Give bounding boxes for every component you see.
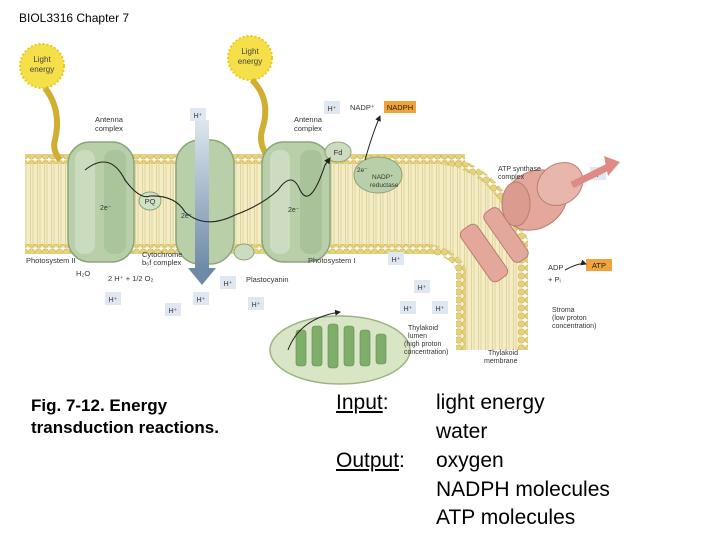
svg-text:H⁺: H⁺ <box>169 308 178 315</box>
stroma-label-b: (low proton <box>552 315 587 322</box>
svg-text:H⁺: H⁺ <box>109 297 118 304</box>
fd-label: Fd <box>334 148 343 157</box>
photosystem-i <box>261 141 331 263</box>
atp-synthase-label-a: ATP synthase <box>498 166 541 173</box>
atp-label: ATP <box>592 261 606 270</box>
svg-text:H⁺: H⁺ <box>436 306 445 313</box>
antenna-label-1a: Antenna <box>95 115 124 124</box>
fd-carrier <box>324 141 352 163</box>
atp-synthase-label-b: complex <box>498 174 525 181</box>
input-item: light energy <box>436 391 545 414</box>
adp-label: ADP <box>548 263 563 272</box>
output-item: ATP molecules <box>436 506 576 529</box>
plastocyanin-label: Plastocyanin <box>246 275 289 284</box>
pq-label: PQ <box>145 197 156 206</box>
two-e-label-3: 2e⁻ <box>288 207 300 214</box>
h-ion: H⁺ <box>432 301 448 314</box>
oxygen-eq-label: 2 H⁺ + 1/2 O₂ <box>108 274 154 283</box>
reductase-label-b: NADP⁺ <box>372 174 394 181</box>
cytochrome-label-b: b₆f complex <box>142 258 182 267</box>
output-item: oxygen <box>436 449 504 472</box>
light-energy-label-1b: energy <box>30 65 54 74</box>
antenna-label-1b: complex <box>95 124 123 133</box>
photosystem-ii-label: Photosystem II <box>26 256 76 265</box>
h-ion: H⁺ <box>190 108 206 121</box>
svg-text:H⁺: H⁺ <box>197 297 206 304</box>
h-ion: H⁺ <box>388 252 404 265</box>
svg-text:H⁺: H⁺ <box>328 106 337 113</box>
cytochrome-b6f-complex <box>175 120 235 285</box>
h-ion: H⁺ <box>105 292 121 305</box>
photosystem-i-label: Photosystem I <box>308 256 356 265</box>
svg-text:H⁺: H⁺ <box>252 302 261 309</box>
input-item: water <box>436 420 488 443</box>
svg-text:H⁺: H⁺ <box>392 257 401 264</box>
lumen-label-c: (high proton <box>404 341 441 348</box>
output-colon: : <box>399 449 405 472</box>
lumen-label-a: Thylakoid <box>408 325 438 332</box>
h-ion: H⁺ <box>193 292 209 305</box>
light-energy-1: Light energy <box>19 43 65 162</box>
atp-synthase-complex <box>459 156 620 283</box>
light-energy-label-2b: energy <box>238 57 262 66</box>
stroma-label-c: concentration) <box>552 323 596 330</box>
reductase-label-c: reductase <box>370 182 399 189</box>
h-ion: H⁺ <box>220 276 236 289</box>
atp-box <box>586 259 612 271</box>
reductase-label-a: 2e⁻ <box>357 167 368 174</box>
h-ion: H⁺ <box>414 280 430 293</box>
caption-line-2: transduction reactions. <box>31 418 219 437</box>
stroma-label-a: Stroma <box>552 307 575 314</box>
svg-text:H⁺: H⁺ <box>224 281 233 288</box>
light-energy-2: Light energy <box>227 35 273 162</box>
h-ion: H⁺ <box>165 303 181 316</box>
output-row: Output: <box>336 446 405 475</box>
antenna-label-2b: complex <box>294 124 322 133</box>
membrane-label-a: Thylakoid <box>488 350 518 357</box>
membrane-label-b: membrane <box>484 358 518 365</box>
input-colon: : <box>382 391 389 414</box>
light-energy-label-1a: Light <box>33 55 51 64</box>
svg-text:H⁺: H⁺ <box>404 306 413 313</box>
figure-caption: Fig. 7-12. Energy transduction reactions… <box>31 395 219 439</box>
nadp-label: NADP⁺ <box>350 103 375 112</box>
lumen-label-d: concentration) <box>404 349 448 356</box>
cytochrome-label-a: Cytochrome <box>142 250 182 259</box>
two-e-label-1: 2e⁻ <box>100 205 112 212</box>
nadp-reductase <box>353 156 403 194</box>
nadph-box <box>384 101 416 113</box>
input-row: Input: <box>336 388 389 417</box>
light-energy-label-2a: Light <box>241 47 259 56</box>
nadph-label: NADPH <box>387 103 413 112</box>
water-label: H₂O <box>76 269 90 278</box>
h-ion: H⁺ <box>324 101 340 114</box>
pi-label: + Pᵢ <box>548 275 561 284</box>
energy-transduction-figure: Light energy Light energy Antenna comple… <box>19 35 620 385</box>
svg-text:H⁺: H⁺ <box>418 285 427 292</box>
h-ion: H⁺ <box>400 301 416 314</box>
slide-header: BIOL3316 Chapter 7 <box>19 11 130 25</box>
antenna-label-2a: Antenna <box>294 115 323 124</box>
input-label: Input <box>336 391 383 414</box>
svg-text:H⁺: H⁺ <box>194 113 203 120</box>
caption-line-1: Fig. 7-12. Energy <box>31 396 168 415</box>
photosystem-ii <box>67 141 135 263</box>
two-e-label-2: 2e⁻ <box>181 213 193 220</box>
lumen-label-b: lumen <box>408 333 427 340</box>
output-item: NADPH molecules <box>436 478 610 501</box>
h-ion: H⁺ <box>248 297 264 310</box>
plastocyanin-carrier <box>233 243 255 261</box>
output-label: Output <box>336 449 400 472</box>
chloroplast-inset <box>269 309 411 385</box>
